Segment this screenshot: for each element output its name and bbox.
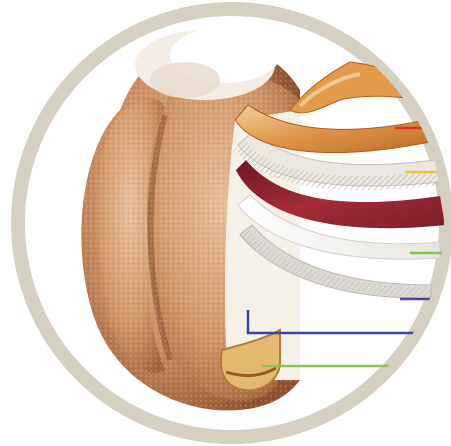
wheat-kernel-diagram [0, 0, 451, 446]
diagram-stage [0, 0, 451, 446]
